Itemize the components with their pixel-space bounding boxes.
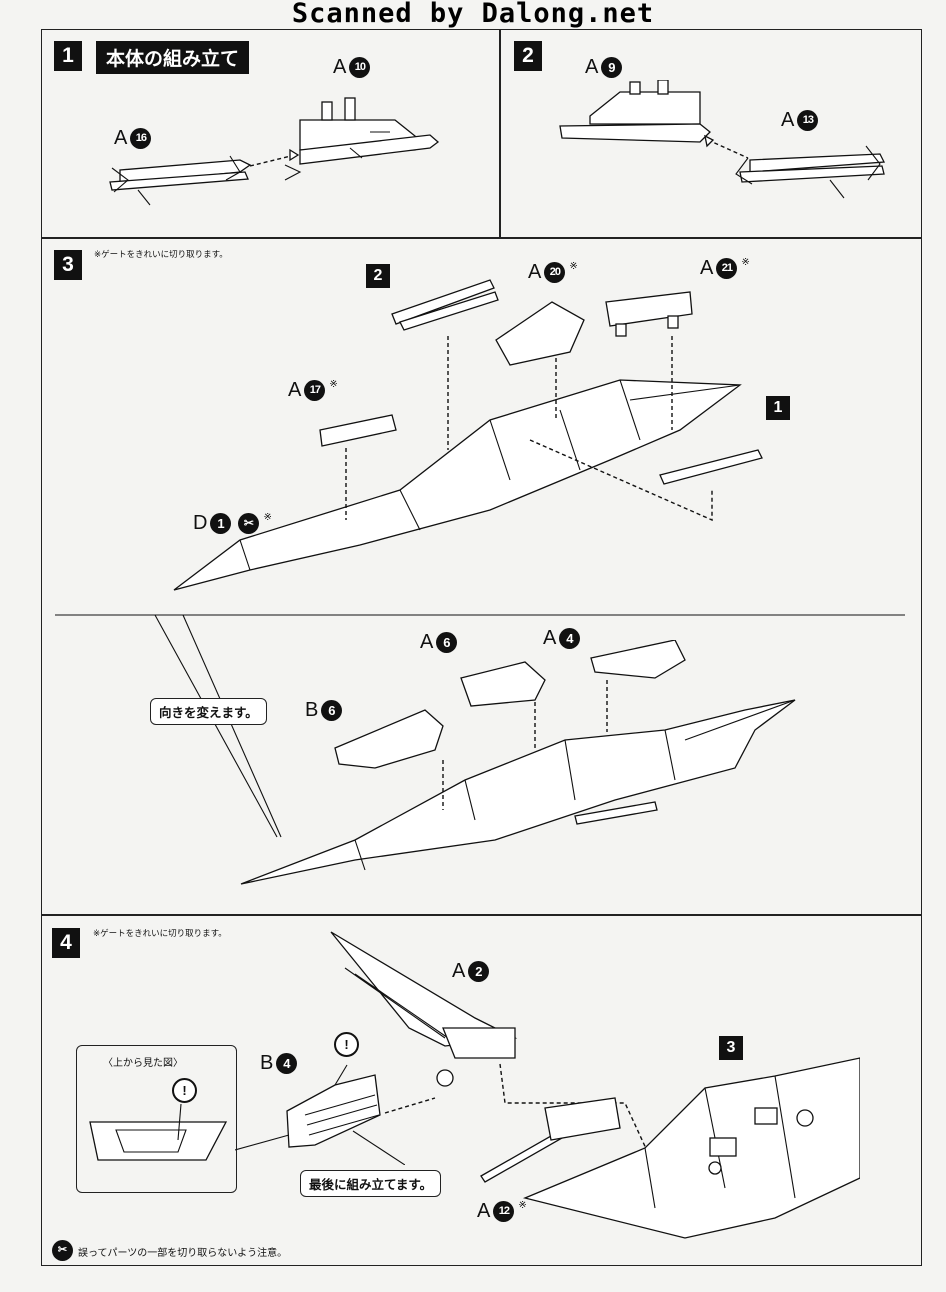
- step3-number: 3: [54, 250, 82, 280]
- step4-panel: [41, 914, 922, 1266]
- inset-title: 〈上から見た図〉: [103, 1058, 183, 1069]
- step3-rotate-callout: 向きを変えます。: [150, 698, 267, 725]
- footer-caution-note: 誤ってパーツの一部を切り取らないよう注意。: [78, 1248, 288, 1259]
- caution-icon-b4: !: [334, 1032, 359, 1057]
- scan-credit: Scanned by Dalong.net: [291, 0, 655, 29]
- step2-number: 2: [514, 41, 542, 71]
- step1-title: 本体の組み立て: [96, 41, 250, 74]
- step1-number: 1: [54, 41, 82, 71]
- step2-drawing: [559, 80, 886, 199]
- step3-panel: [41, 237, 922, 916]
- step4-assemble-last-callout: 最後に組み立てます。: [300, 1170, 442, 1197]
- step3-gate-note: ※ゲートをきれいに切り取ります。: [94, 250, 228, 260]
- step3-ref-2: 2: [366, 264, 390, 288]
- step1-drawing: [109, 97, 440, 206]
- caution-icon-inset: !: [172, 1078, 197, 1103]
- inset-drawing: [89, 1103, 228, 1161]
- step3-upper-drawing: [173, 279, 763, 591]
- step3-divider: [55, 614, 905, 838]
- nipper-icon: ✂: [238, 513, 260, 534]
- step4-gate-note: ※ゲートをきれいに切り取ります。: [93, 929, 227, 939]
- step1-panel: [41, 29, 501, 239]
- step4-number: 4: [52, 928, 80, 958]
- step3-lower-drawing: [240, 640, 796, 885]
- step4-drawing: [330, 931, 860, 1239]
- step4-ref-3: 3: [719, 1036, 743, 1060]
- b4-part-drawing: [235, 1064, 405, 1165]
- step3-ref-1: 1: [766, 396, 790, 420]
- nipper-caution-icon: ✂: [52, 1240, 73, 1261]
- step2-panel: [499, 29, 922, 239]
- top-view-inset: [76, 1045, 237, 1193]
